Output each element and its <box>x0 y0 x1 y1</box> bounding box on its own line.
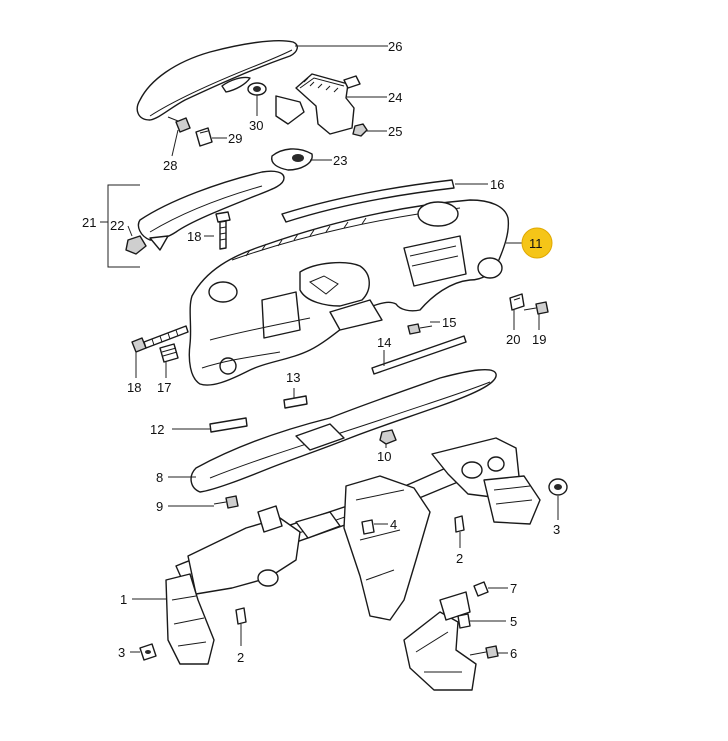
leader-lines <box>100 45 559 654</box>
callout-3-lower[interactable]: 3 <box>118 645 125 660</box>
part-25-nut[interactable] <box>352 123 368 137</box>
callout-8[interactable]: 8 <box>156 470 163 485</box>
callout-17[interactable]: 17 <box>157 380 171 395</box>
callout-14[interactable]: 14 <box>377 335 391 350</box>
part-3-mount-upper[interactable] <box>548 478 568 496</box>
part-8-lower-panel[interactable] <box>190 368 497 493</box>
callout-25[interactable]: 25 <box>388 124 402 139</box>
callout-11-highlight <box>521 227 553 259</box>
part-18-bolt-upper[interactable] <box>215 211 231 250</box>
callout-12[interactable]: 12 <box>150 422 164 437</box>
cross-car-beam[interactable] <box>165 437 541 691</box>
part-15-bolt[interactable] <box>407 323 433 335</box>
callout-7[interactable]: 7 <box>510 581 517 596</box>
part-3-mount-lower[interactable] <box>139 643 157 661</box>
callout-30[interactable]: 30 <box>249 118 263 133</box>
part-4-clip[interactable] <box>361 519 375 535</box>
part-7-clip[interactable] <box>473 581 489 597</box>
callout-6[interactable]: 6 <box>510 646 517 661</box>
part-19-bolt[interactable] <box>523 301 549 315</box>
callout-28[interactable]: 28 <box>163 158 177 173</box>
callout-15[interactable]: 15 <box>442 315 456 330</box>
part-28-screw[interactable] <box>167 116 191 133</box>
callout-9[interactable]: 9 <box>156 499 163 514</box>
callout-18-lower[interactable]: 18 <box>127 380 141 395</box>
callout-21[interactable]: 21 <box>82 215 96 230</box>
callout-16[interactable]: 16 <box>490 177 504 192</box>
callout-3-upper[interactable]: 3 <box>553 522 560 537</box>
part-6-bolt[interactable] <box>469 645 499 659</box>
callout-1[interactable]: 1 <box>120 592 127 607</box>
part-10-nut[interactable] <box>379 429 397 445</box>
callout-23[interactable]: 23 <box>333 153 347 168</box>
callout-5[interactable]: 5 <box>510 614 517 629</box>
part-20-bracket[interactable] <box>509 293 525 311</box>
part-29-clip[interactable] <box>195 127 213 147</box>
callout-19[interactable]: 19 <box>532 332 546 347</box>
callout-4[interactable]: 4 <box>390 517 397 532</box>
callout-labels: 26 24 30 25 29 28 23 16 21 22 18 11 15 2… <box>82 39 560 665</box>
part-2-clip-upper[interactable] <box>454 515 465 533</box>
part-9-bolt[interactable] <box>213 495 239 509</box>
callout-10[interactable]: 10 <box>377 449 391 464</box>
part-26-dash-top-cover[interactable] <box>136 40 298 121</box>
callout-29[interactable]: 29 <box>228 131 242 146</box>
part-30-grommet[interactable] <box>247 82 267 96</box>
callout-18-upper[interactable]: 18 <box>187 229 201 244</box>
part-14-rod[interactable] <box>371 335 467 375</box>
part-13-pin[interactable] <box>283 395 308 409</box>
part-17-spacer[interactable] <box>159 343 179 363</box>
part-2-clip-lower[interactable] <box>235 607 247 625</box>
callout-26[interactable]: 26 <box>388 39 402 54</box>
callout-24[interactable]: 24 <box>388 90 402 105</box>
part-23-cover[interactable] <box>271 148 313 171</box>
part-24-housing[interactable] <box>275 73 361 135</box>
callout-20[interactable]: 20 <box>506 332 520 347</box>
part-11-dashboard[interactable] <box>188 199 510 386</box>
part-5-clip[interactable] <box>457 613 471 629</box>
part-22-clip[interactable] <box>125 235 147 255</box>
part-21-top-pad[interactable] <box>137 170 285 251</box>
part-12-pin[interactable] <box>209 417 248 433</box>
part-18-bolt-lower[interactable] <box>131 325 189 353</box>
part-16-trim-strip[interactable] <box>281 179 455 223</box>
callout-22[interactable]: 22 <box>110 218 124 233</box>
callout-13[interactable]: 13 <box>286 370 300 385</box>
callout-2-lower[interactable]: 2 <box>237 650 244 665</box>
callout-11[interactable]: 11 <box>529 236 543 251</box>
callout-2-upper[interactable]: 2 <box>456 551 463 566</box>
